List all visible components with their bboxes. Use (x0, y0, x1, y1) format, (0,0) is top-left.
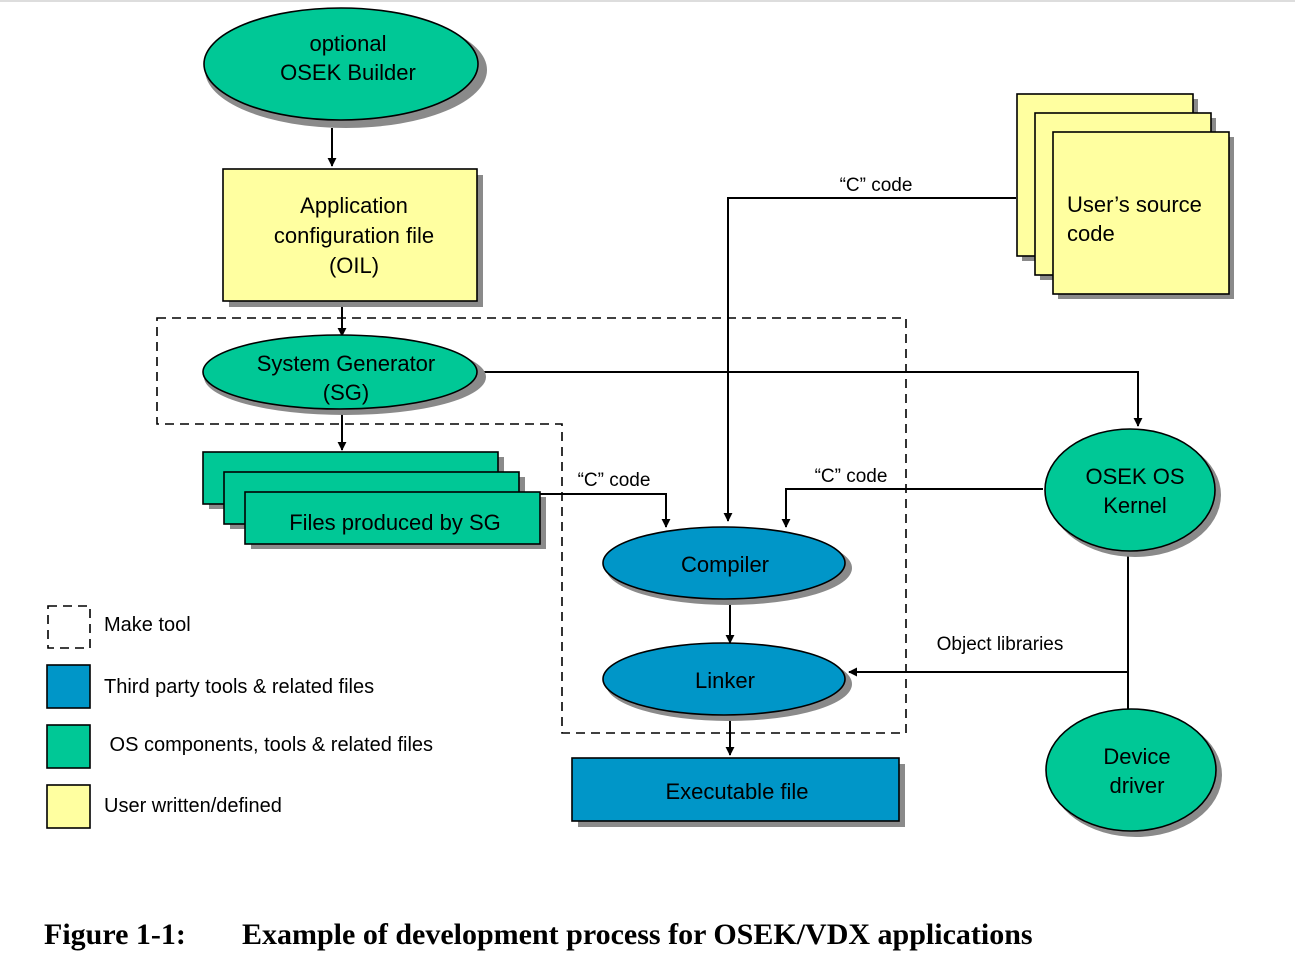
edge-label-c-code-user: “C” code (840, 175, 913, 196)
sg-line1: System Generator (257, 351, 436, 376)
device-driver-node: Device driver (1045, 708, 1222, 837)
legend-label-make-tool: Make tool (104, 614, 191, 636)
executable-label: Executable file (665, 779, 808, 804)
oil-file-node: Application configuration file (OIL) (222, 168, 483, 307)
files-by-sg-node: Files produced by SG (202, 451, 546, 549)
make-tool-region (156, 317, 907, 734)
oil-line3: (OIL) (329, 253, 379, 278)
users-source-line1: User’s source (1067, 192, 1202, 217)
osek-builder-line1: optional (309, 31, 386, 56)
arrow-sg-to-kernel (477, 371, 1143, 427)
arrow-user-code-to-compiler (723, 197, 1016, 522)
osek-builder-line2: OSEK Builder (280, 60, 416, 85)
legend: Make tool Third party tools & related fi… (46, 605, 433, 829)
edge-label-c-code-sg: “C” code (578, 470, 651, 491)
legend-swatch-user-defined (46, 784, 91, 829)
users-source-node: User’s source code (1016, 93, 1234, 299)
driver-line2: driver (1109, 773, 1164, 798)
legend-swatch-make-tool (47, 605, 91, 649)
system-generator-node: System Generator (SG) (202, 334, 486, 415)
osek-kernel-node: OSEK OS Kernel (1044, 428, 1221, 557)
legend-swatch-third-party (46, 664, 91, 709)
compiler-label: Compiler (681, 552, 769, 577)
edge-label-c-code-kernel: “C” code (815, 466, 888, 487)
caption-title: Example of development process for OSEK/… (242, 918, 1033, 951)
legend-label-user-defined: User written/defined (104, 795, 282, 817)
linker-node: Linker (602, 642, 852, 721)
arrow-files-to-compiler (520, 493, 671, 528)
legend-label-third-party: Third party tools & related files (104, 676, 374, 698)
users-source-line2: code (1067, 221, 1115, 246)
arrow-kernel-to-compiler (781, 488, 1043, 528)
sg-line2: (SG) (323, 380, 369, 405)
kernel-line2: Kernel (1103, 493, 1167, 518)
driver-line1: Device (1103, 744, 1170, 769)
linker-label: Linker (695, 668, 755, 693)
oil-line1: Application (300, 193, 408, 218)
osek-builder-node: optional OSEK Builder (203, 7, 487, 128)
executable-node: Executable file (571, 757, 905, 827)
oil-line2: configuration file (274, 223, 434, 248)
compiler-node: Compiler (602, 526, 852, 605)
legend-swatch-os-components (46, 724, 91, 769)
edge-label-object-libraries: Object libraries (937, 634, 1064, 655)
legend-label-os-components: OS components, tools & related files (104, 734, 433, 756)
files-by-sg-label: Files produced by SG (289, 510, 501, 535)
kernel-line1: OSEK OS (1085, 464, 1184, 489)
caption-number: Figure 1-1: (44, 918, 186, 951)
